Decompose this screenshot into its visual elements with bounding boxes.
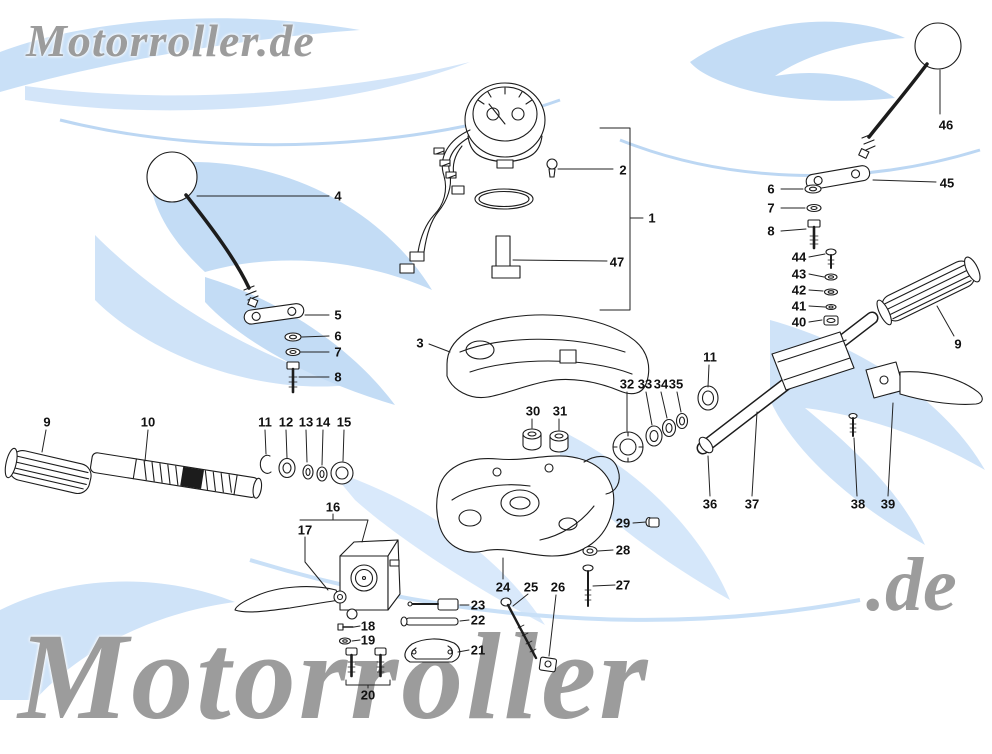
part-pin-22	[400, 616, 459, 627]
part-gasket-ring	[474, 188, 534, 210]
part-nut-30	[522, 428, 542, 451]
part-grip-left	[4, 447, 92, 495]
part-label-21: 21	[470, 642, 486, 658]
part-label-39: 39	[880, 496, 896, 512]
part-clamp-21	[404, 638, 461, 663]
part-label-11: 11	[703, 349, 717, 365]
part-label-44: 44	[791, 249, 807, 265]
watermark-logo-top: Motorroller.de	[26, 15, 315, 66]
part-label-6: 6	[334, 328, 342, 344]
part-label-34: 34	[653, 376, 669, 392]
part-label-5: 5	[334, 307, 342, 323]
part-label-18: 18	[360, 618, 376, 634]
part-label-27: 27	[615, 577, 631, 593]
part-bolt-27	[582, 564, 594, 607]
part-label-10: 10	[140, 414, 156, 430]
part-label-6: 6	[767, 181, 775, 197]
part-label-17: 17	[297, 522, 313, 538]
part-clamp-bolts-20	[345, 647, 387, 678]
part-small-parts-11-15	[259, 454, 354, 485]
part-bracket-47	[491, 235, 521, 279]
part-mirror-left	[146, 151, 259, 308]
part-label-15: 15	[336, 414, 352, 430]
part-label-40: 40	[791, 314, 807, 330]
part-brake-lever-left	[234, 586, 347, 613]
part-label-38: 38	[850, 496, 866, 512]
part-label-29: 29	[615, 515, 631, 531]
part-handlebar-tube-left	[89, 452, 263, 499]
part-washers-bolt-left	[284, 332, 302, 394]
part-label-26: 26	[550, 579, 566, 595]
part-label-30: 30	[525, 403, 541, 419]
part-washer-28	[582, 545, 598, 557]
part-bolt-25	[500, 597, 538, 660]
part-wiring-harness	[399, 129, 471, 274]
part-label-20: 20	[360, 687, 376, 703]
part-label-16: 16	[325, 499, 341, 515]
part-screw-38	[848, 412, 858, 437]
part-nut-31	[549, 430, 569, 453]
part-label-9: 9	[954, 336, 962, 352]
part-nut-26	[538, 656, 558, 673]
part-label-22: 22	[470, 612, 486, 628]
part-master-cylinder	[339, 539, 401, 620]
part-label-12: 12	[278, 414, 294, 430]
part-label-14: 14	[315, 414, 331, 430]
watermark-de-suffix: .de	[866, 543, 957, 627]
part-label-8: 8	[334, 369, 342, 385]
part-label-2: 2	[619, 162, 627, 178]
part-bracket-5	[243, 303, 305, 325]
part-bulb-2	[546, 158, 558, 178]
part-fastener-column-40-44	[823, 248, 839, 326]
part-label-37: 37	[744, 496, 760, 512]
part-label-28: 28	[615, 542, 631, 558]
part-screw-29	[645, 516, 660, 528]
part-washers-bolt-right	[804, 184, 822, 250]
part-lower-bracket	[436, 455, 620, 557]
part-label-42: 42	[791, 282, 807, 298]
part-label-32: 32	[619, 376, 635, 392]
part-label-11: 11	[258, 414, 272, 430]
part-label-46: 46	[938, 117, 954, 133]
part-label-19: 19	[360, 632, 376, 648]
part-label-13: 13	[298, 414, 314, 430]
part-label-3: 3	[416, 335, 424, 351]
part-label-8: 8	[767, 223, 775, 239]
part-switch-23	[407, 598, 459, 611]
part-label-31: 31	[552, 403, 568, 419]
part-label-41: 41	[791, 298, 807, 314]
part-label-35: 35	[668, 376, 684, 392]
part-screw-18-washer-19	[337, 623, 354, 645]
part-mirror-right	[858, 22, 962, 159]
part-label-45: 45	[939, 175, 955, 191]
watermark-logo-bottom: Motorroller	[18, 608, 651, 745]
part-label-33: 33	[637, 376, 653, 392]
part-label-24: 24	[495, 579, 511, 595]
part-handlebar-cover	[446, 314, 650, 399]
part-label-7: 7	[334, 344, 342, 360]
part-label-47: 47	[609, 254, 625, 270]
leader-lines	[41, 69, 955, 689]
part-label-1: 1	[648, 210, 656, 226]
part-label-23: 23	[470, 597, 486, 613]
part-label-36: 36	[702, 496, 718, 512]
part-label-4: 4	[334, 188, 342, 204]
part-speedometer	[464, 82, 546, 169]
part-label-9: 9	[43, 414, 51, 430]
part-label-43: 43	[791, 266, 807, 282]
part-label-25: 25	[523, 579, 539, 595]
part-handlebar-tube-right	[696, 311, 879, 455]
part-bracket-45	[805, 165, 871, 190]
part-grip-right	[876, 256, 981, 326]
part-label-7: 7	[767, 200, 775, 216]
part-brake-lever-right	[865, 361, 983, 405]
